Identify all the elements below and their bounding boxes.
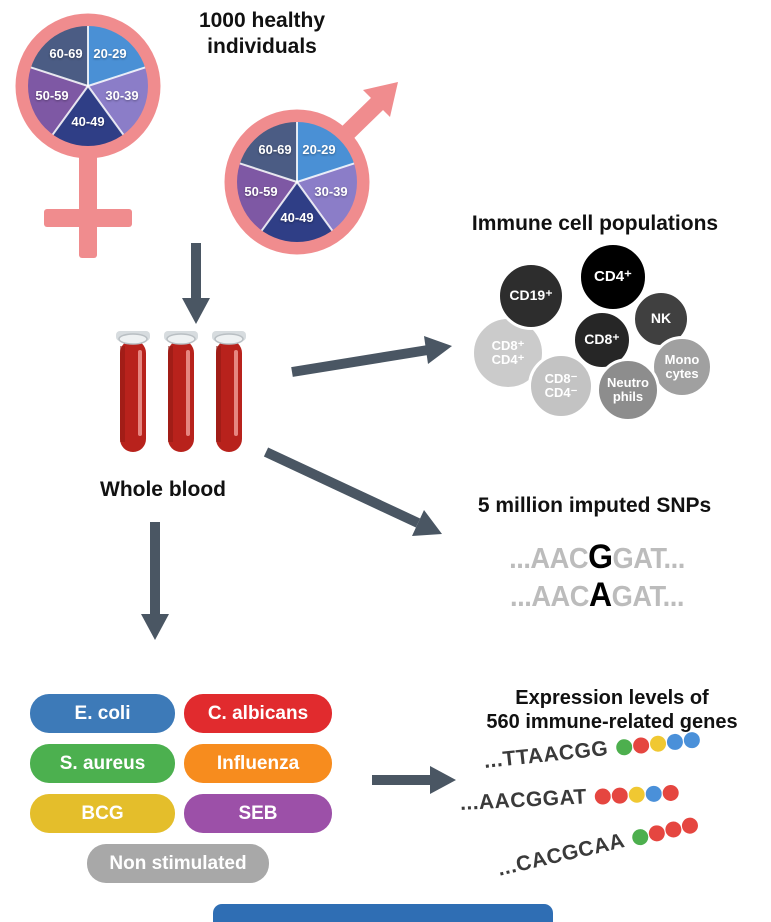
tube-highlight	[186, 350, 190, 436]
snp-allele: G	[588, 538, 613, 576]
tube-opening	[214, 333, 244, 345]
arrow-head	[412, 510, 442, 536]
snp-seq-pre: ...AAC	[509, 543, 589, 575]
expression-dot	[647, 733, 668, 754]
tube-opening	[118, 333, 148, 345]
age-group-label: 20-29	[302, 142, 336, 157]
expression-dot	[614, 737, 634, 758]
cell-cd4pos: CD4⁺	[578, 242, 648, 312]
flow-arrows	[141, 243, 456, 794]
tube-highlight	[138, 350, 142, 436]
snps-title: 5 million imputed SNPs	[477, 494, 712, 517]
age-group-label: 60-69	[49, 46, 83, 61]
stimulus-non-stimulated: Non stimulated	[87, 844, 269, 883]
stimulus-influenza: Influenza	[184, 744, 332, 783]
expression-dot	[681, 730, 702, 751]
expression-dot	[664, 732, 685, 752]
tube-highlight	[234, 350, 238, 436]
arrow-head	[141, 614, 169, 640]
snp-seq-post: GAT...	[612, 543, 685, 575]
female-symbol-stem	[79, 148, 97, 258]
male-symbol-arrow-head	[363, 82, 398, 117]
arrow-blood-to-snps	[263, 447, 421, 528]
cell-neutrophils: Neutro phils	[596, 358, 660, 422]
age-group-label: 30-39	[314, 184, 348, 199]
expression-dot	[631, 735, 651, 756]
expression-dot	[610, 786, 630, 806]
cell-nk: NK	[632, 290, 690, 348]
cell-monocytes: Mono cytes	[651, 336, 713, 398]
age-pie-male: 20-29 30-39 40-49 50-59 60-69	[237, 122, 357, 242]
arrow-head	[424, 336, 452, 364]
expression-dot	[661, 783, 681, 803]
tube-opening	[166, 333, 196, 345]
tube-shading	[216, 346, 221, 442]
pie-divider	[87, 66, 146, 87]
whole-blood-label: Whole blood	[100, 478, 226, 501]
age-group-label: 60-69	[258, 142, 292, 157]
expression-title: Expression levels of 560 immune-related …	[486, 687, 738, 733]
arrow-blood-to-cells	[291, 345, 429, 377]
age-pie-female: 20-29 30-39 40-49 50-59 60-69	[28, 26, 148, 146]
immune-cells-title: Immune cell populations	[471, 212, 719, 235]
stimulus-s-aureus: S. aureus	[30, 744, 175, 783]
age-group-label: 20-29	[93, 46, 127, 61]
expression-dot	[644, 784, 664, 804]
cell-cd19pos: CD19⁺	[497, 262, 565, 330]
age-group-label: 50-59	[244, 184, 278, 199]
stimulus-seb: SEB	[184, 794, 332, 833]
female-symbol-crossbar	[44, 209, 132, 227]
arrow-head	[430, 766, 456, 794]
expression-dot	[627, 785, 647, 805]
snp-sequence-row: ...AACAGAT...	[470, 576, 724, 615]
age-group-label: 40-49	[71, 114, 105, 129]
expression-dots	[593, 783, 681, 806]
pie-divider	[239, 162, 298, 183]
snp-allele: A	[588, 576, 612, 614]
tube-shading	[168, 346, 173, 442]
age-group-label: 50-59	[35, 88, 69, 103]
age-group-label: 30-39	[105, 88, 139, 103]
stimulus-bcg: BCG	[30, 794, 175, 833]
age-group-label: 40-49	[280, 210, 314, 225]
expression-dot	[593, 787, 613, 806]
stimulus-e-coli: E. coli	[30, 694, 175, 733]
stimulus-c-albicans: C. albicans	[184, 694, 332, 733]
cropped-bottom-bar	[213, 904, 553, 922]
arrow-head	[182, 298, 210, 324]
cohort-title: 1000 healthy individuals	[198, 9, 326, 59]
blood-tubes	[116, 331, 246, 452]
pie-divider	[87, 26, 89, 86]
snp-sequence-row: ...AACGGAT...	[470, 538, 724, 577]
snp-seq-pre: ...AAC	[510, 581, 589, 613]
tube-shading	[120, 346, 125, 442]
pie-divider	[296, 162, 355, 183]
snp-seq-post: GAT...	[611, 581, 685, 613]
expression-dot	[679, 814, 701, 837]
pie-divider	[296, 122, 298, 182]
pie-divider	[30, 66, 89, 87]
